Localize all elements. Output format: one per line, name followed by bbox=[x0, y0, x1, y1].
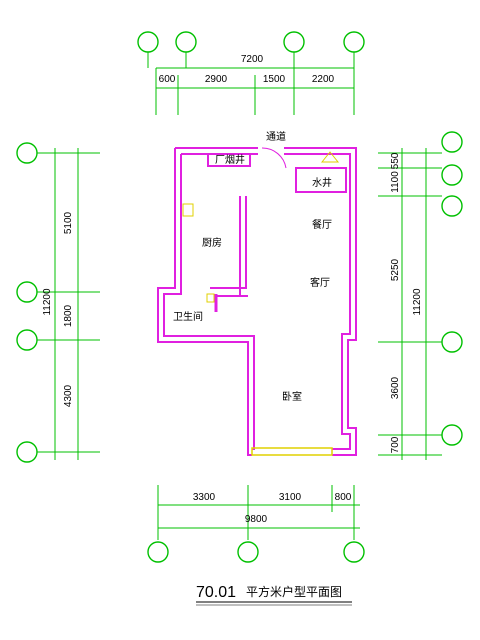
axis-bubble-left-2 bbox=[16, 281, 38, 303]
vent-door-arc bbox=[261, 147, 287, 169]
axis-bubble-left-1 bbox=[16, 142, 38, 164]
bedroom-window bbox=[251, 447, 333, 456]
flue-label: 厂烟井 bbox=[215, 153, 245, 166]
top-dimension-group: 7200 600 2900 1500 2200 bbox=[137, 31, 365, 115]
top-dimension-segment: 1500 bbox=[263, 74, 286, 85]
bathroom-marker bbox=[206, 293, 215, 303]
axis-bubble-top-3 bbox=[283, 31, 305, 53]
axis-bubble-top-4 bbox=[343, 31, 365, 53]
flue-block bbox=[207, 153, 251, 167]
inner-wall bbox=[163, 153, 351, 450]
bottom-dimension-group: 3300 3100 800 9800 bbox=[147, 485, 365, 563]
shaft-marker bbox=[320, 151, 340, 163]
outer-wall bbox=[157, 147, 357, 456]
bedroom-label: 卧室 bbox=[282, 390, 302, 403]
title-text: 平方米户型平面图 bbox=[246, 584, 342, 599]
axis-bubble-bottom-3 bbox=[343, 541, 365, 563]
left-dimension-segment: 1800 bbox=[63, 304, 74, 327]
top-dimension-segment: 600 bbox=[159, 74, 176, 85]
shaft-label: 水井 bbox=[312, 176, 332, 189]
living-label: 客厅 bbox=[310, 276, 330, 289]
bottom-total-dimension: 9800 bbox=[245, 514, 268, 525]
right-dimension-segment: 1100 bbox=[390, 171, 401, 193]
axis-bubble-right-5 bbox=[441, 424, 463, 446]
right-dimension-segment: 5250 bbox=[390, 258, 401, 281]
axis-bubble-top-2 bbox=[175, 31, 197, 53]
left-total-dimension: 11200 bbox=[42, 288, 53, 316]
axis-bubble-right-3 bbox=[441, 195, 463, 217]
right-dimension-segment: 3600 bbox=[390, 376, 401, 399]
right-dimension-group: 550 1100 5250 3600 700 11200 bbox=[378, 131, 463, 460]
walls bbox=[157, 147, 357, 456]
axis-bubble-right-1 bbox=[441, 131, 463, 153]
left-dimension-segment: 4300 bbox=[63, 384, 74, 407]
top-dimension-segment: 2900 bbox=[205, 74, 228, 85]
right-dimension-segment: 550 bbox=[390, 152, 401, 169]
bottom-dimension-segment: 3300 bbox=[193, 492, 216, 503]
room-labels: 厂烟井 通道 水井 厨房 餐厅 客厅 卫生间 卧室 bbox=[173, 130, 332, 403]
drawing-title: 70.01 平方米户型平面图 bbox=[196, 584, 352, 606]
axis-bubble-top-1 bbox=[137, 31, 159, 53]
axis-bubble-right-2 bbox=[441, 164, 463, 186]
dining-label: 餐厅 bbox=[312, 218, 332, 231]
kitchen-label: 厨房 bbox=[202, 236, 222, 249]
left-dimension-group: 5100 1800 4300 11200 bbox=[16, 142, 100, 463]
title-area: 70.01 bbox=[196, 584, 236, 601]
left-dimension-segment: 5100 bbox=[63, 211, 74, 234]
axis-bubble-bottom-2 bbox=[237, 541, 259, 563]
axis-bubble-left-4 bbox=[16, 441, 38, 463]
bathroom-label: 卫生间 bbox=[173, 310, 203, 323]
shaft-block bbox=[295, 167, 347, 193]
kitchen-appliance-marker bbox=[182, 203, 194, 217]
right-dimension-segment: 700 bbox=[390, 436, 401, 453]
axis-bubble-left-3 bbox=[16, 329, 38, 351]
bottom-dimension-segment: 3100 bbox=[279, 492, 302, 503]
kitchen-wall bbox=[210, 196, 248, 297]
vent-label: 通道 bbox=[266, 130, 286, 143]
top-dimension-segment: 2200 bbox=[312, 74, 335, 85]
top-total-dimension: 7200 bbox=[241, 54, 264, 65]
axis-bubble-right-4 bbox=[441, 331, 463, 353]
bottom-dimension-segment: 800 bbox=[335, 492, 352, 503]
axis-bubble-bottom-1 bbox=[147, 541, 169, 563]
right-total-dimension: 11200 bbox=[412, 288, 423, 316]
